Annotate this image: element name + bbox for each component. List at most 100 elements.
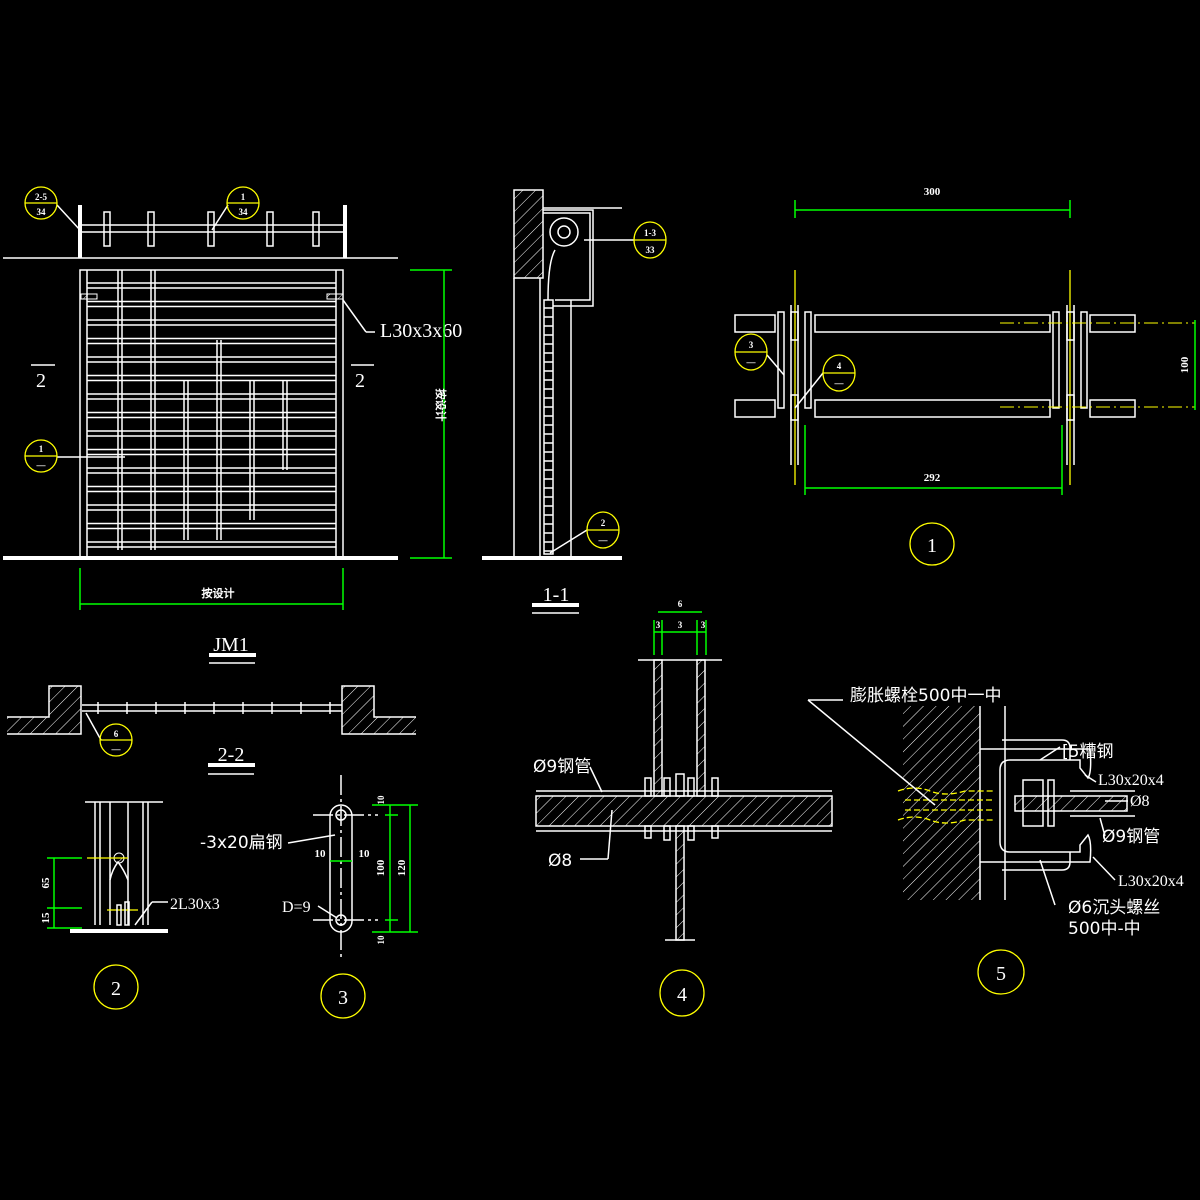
top-railing [3,205,398,259]
svg-text:3: 3 [749,340,754,350]
svg-text:6: 6 [678,599,683,609]
callout-6: 6 — [99,723,133,757]
svg-text:3: 3 [338,987,348,1009]
roller-curtain [543,299,554,555]
section-mark-right: 2 [351,364,374,392]
svg-text:33: 33 [646,245,656,255]
svg-text:10: 10 [376,795,386,805]
label-hole: D=9 [282,899,311,916]
angle-leader [342,299,367,333]
svg-text:15: 15 [40,912,52,924]
door-frame [3,269,398,560]
detail-3: -3x20扁钢 D=9 10 10 10 100 120 10 3 [200,775,418,1019]
label-channel: [5糟钢 [1062,742,1113,762]
detail-5: 膨胀螺栓500中一中 [5糟钢 L30x20x4 Ø8 Ø9钢管 L30x20x… [807,686,1184,995]
nut [675,773,685,797]
svg-text:5: 5 [996,963,1006,985]
section-1-1: 1-3 33 2 — 1-1 [482,189,667,614]
rail-post [207,211,215,247]
svg-text:2: 2 [36,370,46,392]
nut [663,777,671,797]
svg-text:10: 10 [315,848,327,860]
svg-text:JM1: JM1 [213,634,249,656]
width-dimension: 按设计 [79,568,344,610]
section-2-2: 6 — 2-2 [7,685,416,775]
detail-5-number: 5 [977,949,1025,995]
svg-text:34: 34 [37,207,47,217]
detail-2: 65 15 2L30x3 2 [40,801,220,1010]
rail-post [147,211,155,247]
section-mark-left: 2 [31,364,55,392]
svg-text:2-5: 2-5 [35,192,47,202]
svg-text:65: 65 [40,877,52,889]
label-flat-bar: -3x20扁钢 [200,833,283,853]
anchor-bolts [897,787,995,824]
svg-text:2: 2 [355,370,365,392]
svg-text:—: — [111,744,122,754]
dim-292: 292 [804,425,1063,495]
label-2l30x3: 2L30x3 [170,896,220,913]
svg-text:292: 292 [924,472,941,484]
nut [711,777,719,797]
label-anchor: 膨胀螺栓500中一中 [850,686,1001,706]
svg-text:100: 100 [375,859,387,876]
callout-2: 2 — [586,511,620,549]
detail-1: 300 100 292 [734,186,1196,566]
rail-post [103,211,111,247]
nut [711,825,719,839]
callout-4: 4 — [822,354,856,392]
label-rod: Ø8 [1130,793,1150,810]
svg-text:100: 100 [1179,356,1191,373]
svg-text:2: 2 [111,978,121,1000]
detail-4-number: 4 [659,969,705,1017]
dim-300: 300 [794,186,1071,218]
nut [687,777,695,797]
svg-text:1-1: 1-1 [543,584,570,606]
svg-text:2: 2 [601,518,606,528]
svg-text:—: — [598,535,609,545]
callout-1-34: 1 34 [211,186,260,231]
svg-text:1: 1 [927,535,937,557]
nut [644,825,652,839]
svg-text:1: 1 [39,444,44,454]
svg-text:34: 34 [239,207,249,217]
svg-text:1-3: 1-3 [644,228,656,238]
svg-text:10: 10 [359,848,371,860]
dim-100: 100 [1179,320,1196,410]
title-2-2: 2-2 [208,744,255,775]
jm1-elevation: L30x3x60 2 2 按设计 按设计 2-5 34 [3,186,462,664]
detail-1-number: 1 [909,522,955,566]
detail-4: 6 3 3 3 Ø9钢管 Ø8 4 [533,599,833,1017]
svg-text:10: 10 [376,935,386,945]
svg-text:2-2: 2-2 [218,744,245,766]
svg-text:按设计: 按设计 [202,586,235,600]
svg-text:—: — [834,378,845,388]
svg-text:3: 3 [678,620,683,630]
angle-label: L30x3x60 [380,320,462,342]
svg-text:1: 1 [241,192,246,202]
label-angle-bottom: L30x20x4 [1118,873,1184,890]
label-pipe: Ø9钢管 [1102,827,1160,847]
callout-2-5: 2-5 34 [24,186,81,231]
callout-1: 1 — [24,439,125,473]
nut [663,825,671,841]
svg-text:120: 120 [396,859,408,876]
label-screw-spacing: 500中-中 [1068,919,1141,939]
svg-text:300: 300 [924,186,941,198]
svg-text:—: — [36,460,47,470]
label-angle-top: L30x20x4 [1098,772,1164,789]
nut [644,777,652,797]
svg-text:6: 6 [114,729,119,739]
label-pipe: Ø9钢管 [533,757,591,777]
title-1-1: 1-1 [532,584,579,614]
rail-post [266,211,274,247]
svg-text:4: 4 [837,361,842,371]
rail-post [312,211,320,247]
nut [687,825,695,841]
svg-text:—: — [746,357,757,367]
callout-3: 3 — [734,333,768,371]
label-screw: Ø6沉头螺丝 [1068,898,1160,918]
title-jm1: JM1 [209,634,256,664]
label-rod: Ø8 [548,851,572,871]
